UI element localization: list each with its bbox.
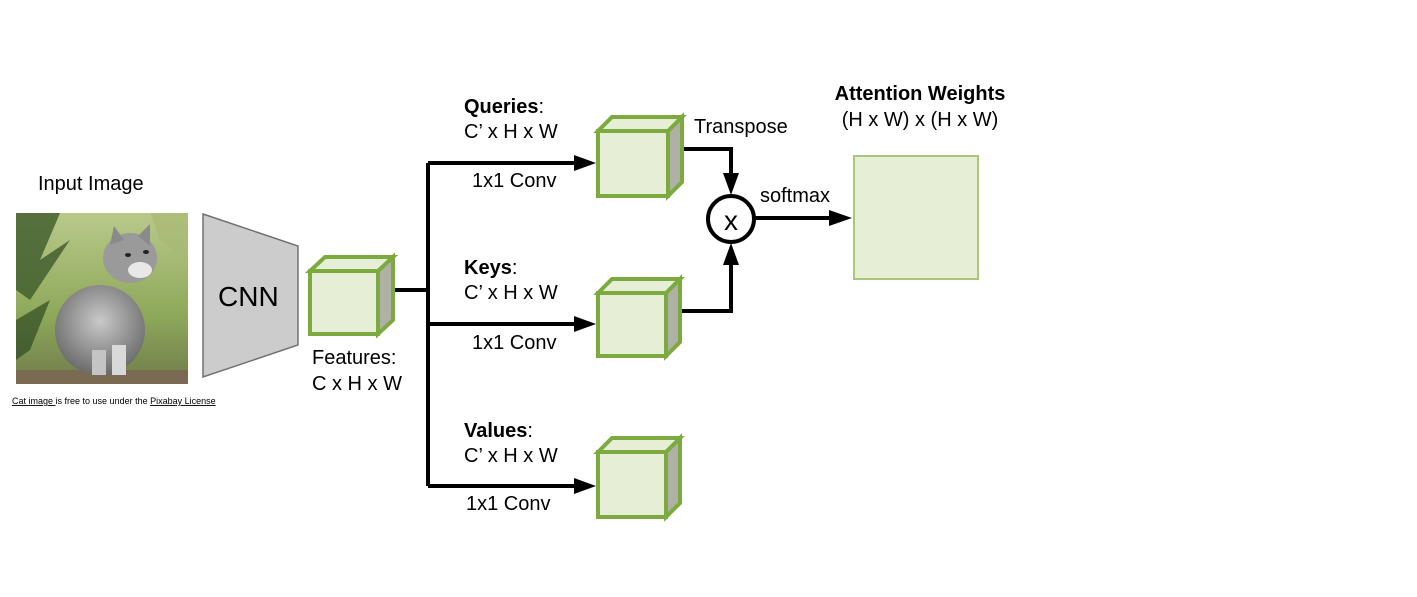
keys-to-multiply-arrow bbox=[682, 264, 733, 313]
attention-shape: (H x W) x (H x W) bbox=[842, 109, 999, 131]
cat-image-link[interactable]: Cat image bbox=[12, 396, 56, 406]
queries-conv: 1x1 Conv bbox=[472, 170, 557, 192]
values-shape: C’ x H x W bbox=[464, 445, 558, 467]
credit-text: is free to use under the bbox=[56, 396, 151, 406]
queries-title: Queries: bbox=[464, 96, 544, 118]
keys-title: Keys: bbox=[464, 257, 517, 279]
values-arrowhead bbox=[574, 478, 596, 494]
values-conv: 1x1 Conv bbox=[466, 493, 551, 515]
attention-title: Attention Weights bbox=[835, 83, 1006, 105]
pixabay-license-link[interactable]: Pixabay License bbox=[150, 396, 216, 406]
cnn-label: CNN bbox=[218, 281, 279, 312]
queries-shape: C’ x H x W bbox=[464, 121, 558, 143]
keys-conv: 1x1 Conv bbox=[472, 332, 557, 354]
transpose-label: Transpose bbox=[694, 116, 788, 138]
transpose-arrow bbox=[684, 147, 733, 175]
softmax-label: softmax bbox=[760, 185, 830, 207]
image-credit: Cat image is free to use under the Pixab… bbox=[12, 396, 216, 406]
keys-shape: C’ x H x W bbox=[464, 282, 558, 304]
multiply-symbol: x bbox=[724, 205, 738, 236]
input-image bbox=[16, 213, 188, 384]
queries-arrowhead bbox=[574, 155, 596, 171]
keys-to-multiply-arrowhead bbox=[723, 243, 739, 265]
keys-arrowhead bbox=[574, 316, 596, 332]
features-label: Features: bbox=[312, 347, 396, 369]
cnn-block bbox=[202, 212, 299, 379]
input-image-label: Input Image bbox=[38, 173, 144, 195]
attention-weights-box bbox=[853, 155, 979, 280]
keys-cube bbox=[593, 274, 685, 361]
features-shape: C x H x W bbox=[312, 373, 402, 395]
values-title: Values: bbox=[464, 420, 533, 442]
queries-cube bbox=[593, 112, 687, 201]
softmax-arrowhead bbox=[829, 210, 852, 226]
features-cube bbox=[304, 252, 399, 339]
values-cube bbox=[593, 433, 685, 522]
transpose-arrowhead bbox=[723, 173, 739, 195]
